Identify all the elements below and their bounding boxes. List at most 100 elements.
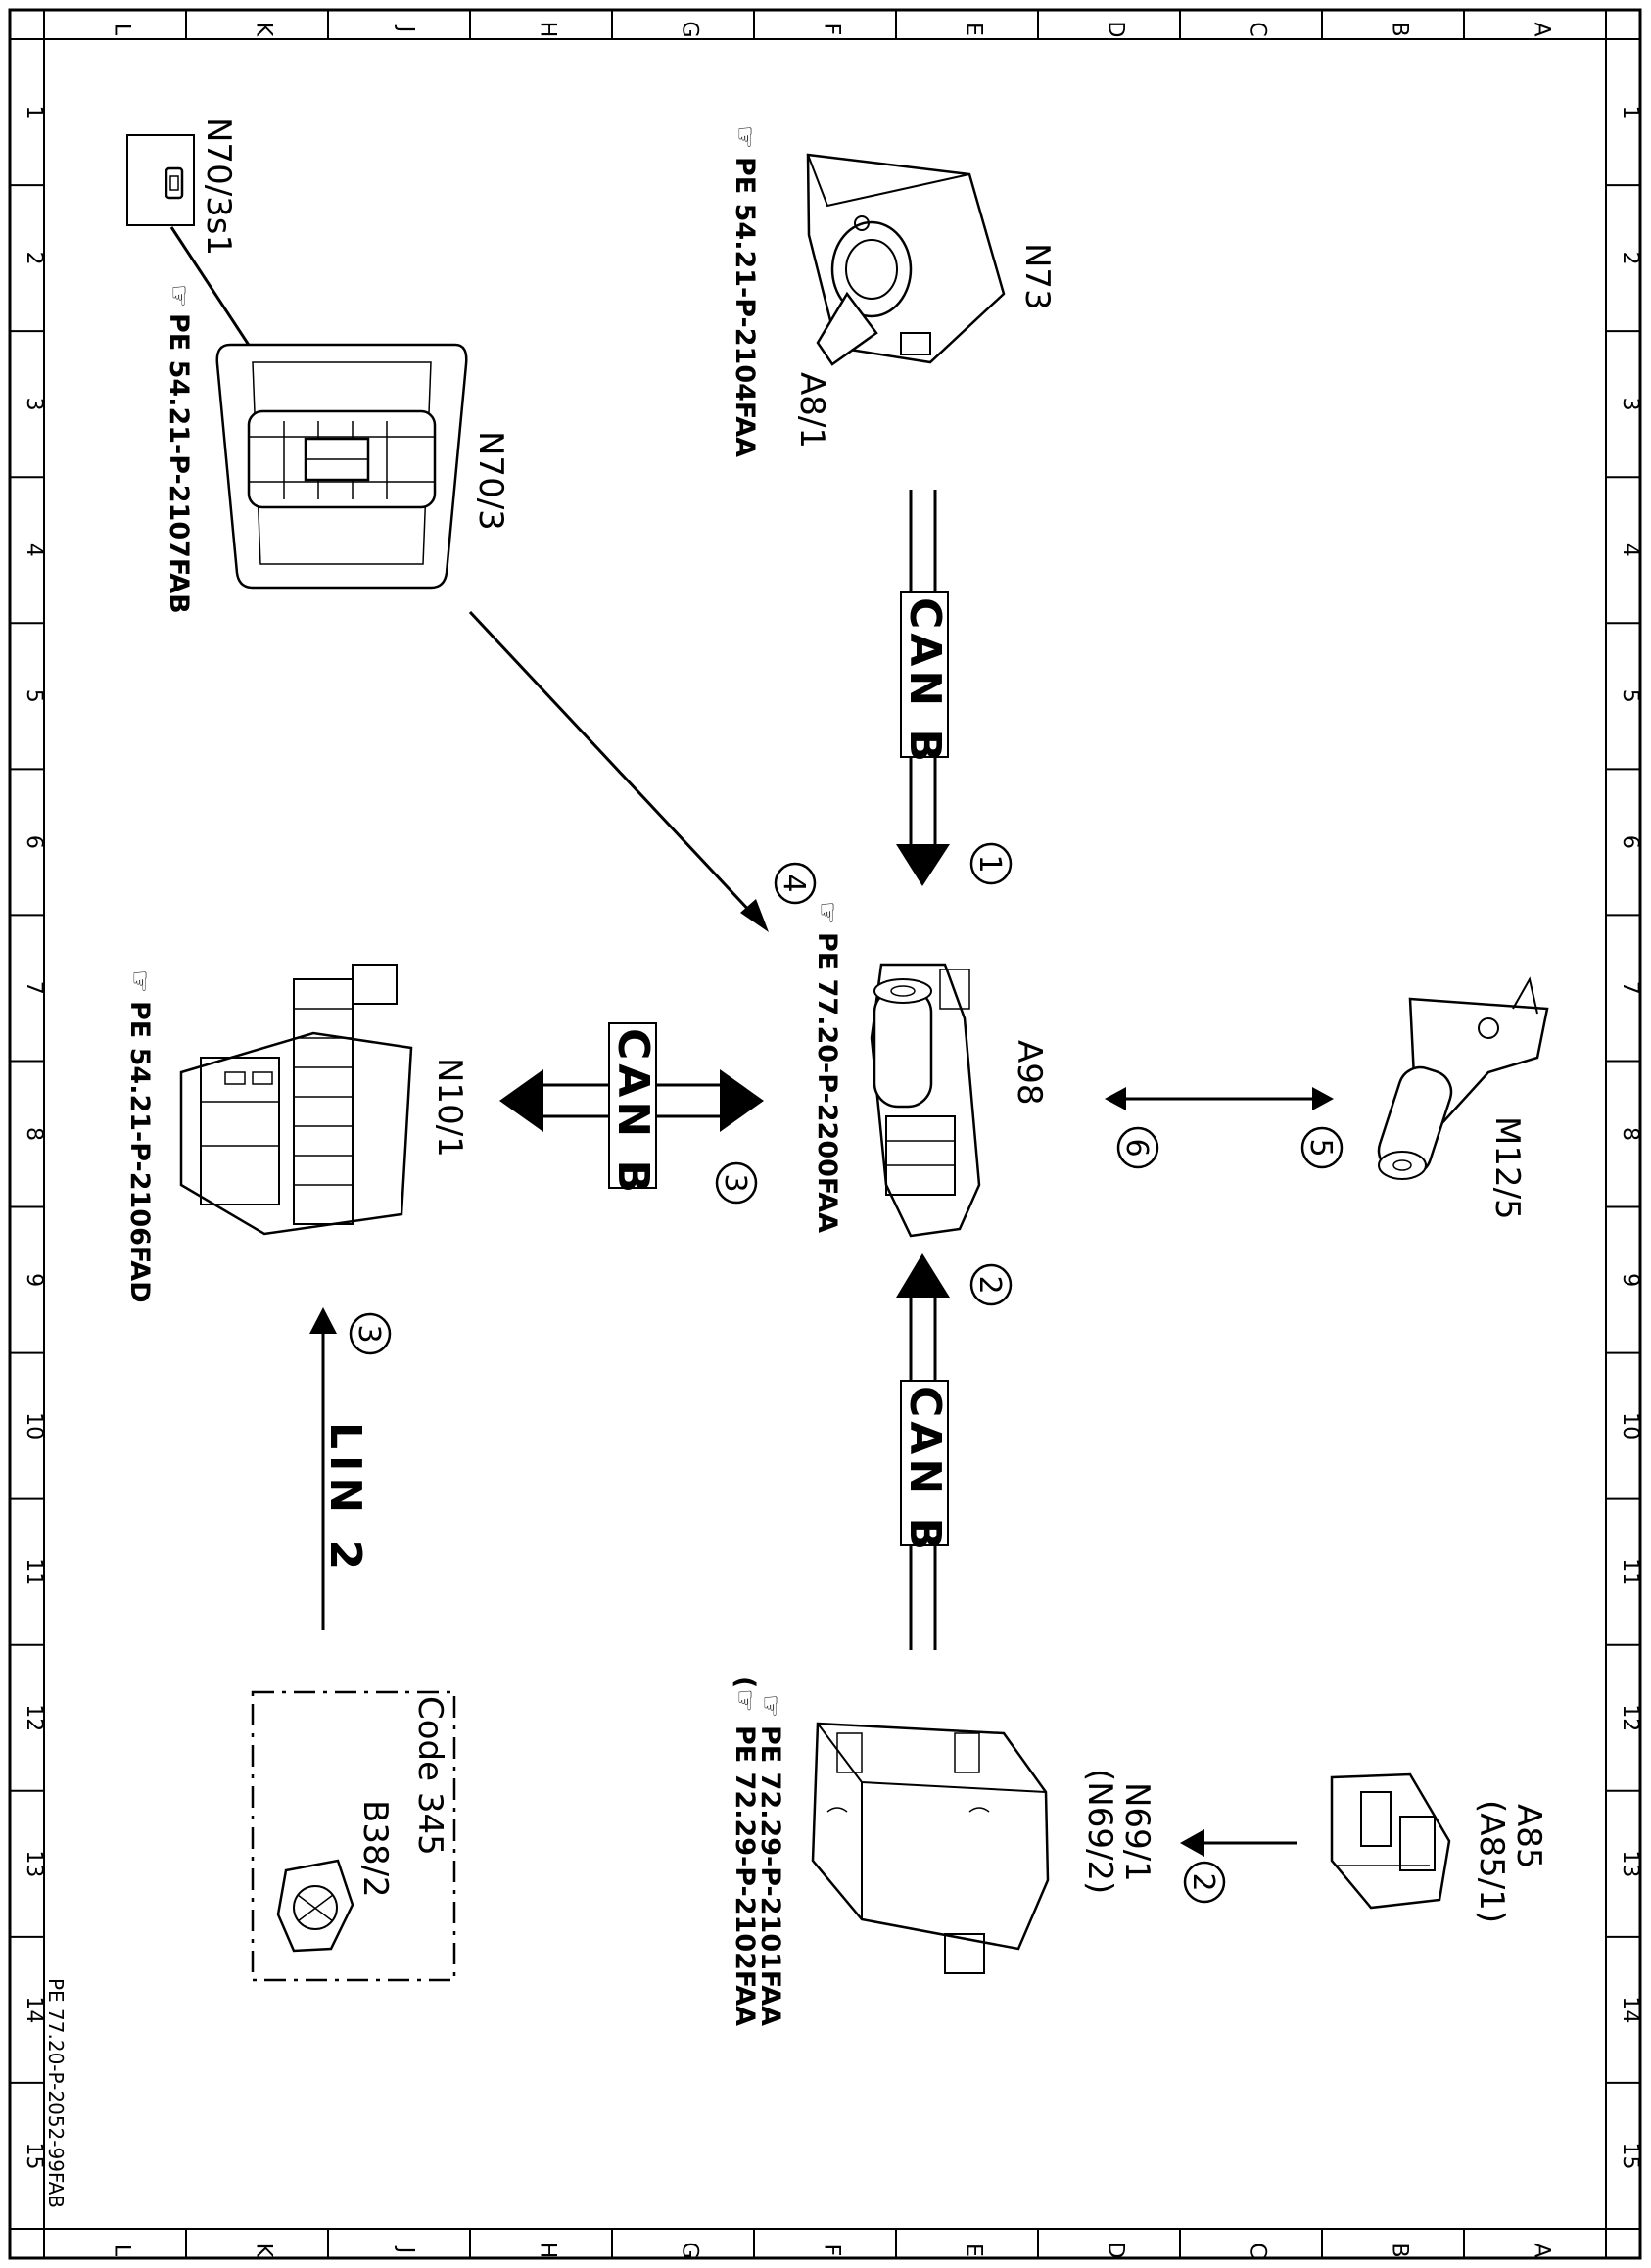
grid-letter-bottom: D [1104, 2243, 1128, 2259]
can-b-bottom-label: CAN B [900, 1386, 950, 1554]
n10-1-label: N10/1 [430, 1058, 469, 1158]
svg-text:6: 6 [1119, 1138, 1154, 1157]
a85-label: A85 [1509, 1804, 1548, 1869]
outer-frame [8, 8, 1642, 2260]
grid-number-right: 4 [1618, 543, 1642, 557]
grid-number-left: 7 [22, 981, 46, 995]
svg-text:3: 3 [718, 1173, 752, 1192]
component-n70-3s1: N70/3s1 [126, 118, 325, 459]
grid-letter-bottom: L [110, 2244, 134, 2257]
grid-letter-bottom: J [394, 2245, 418, 2254]
grid-number-right: 11 [1618, 1558, 1642, 1585]
svg-text:2: 2 [1186, 1872, 1220, 1891]
component-n69-1: N69/1 (N69/2) PE 72.29-P-2101FAA ☞ PE 72… [730, 1677, 1156, 2026]
grid-letter-bottom: F [820, 2244, 844, 2257]
grid-letter-top: D [1104, 22, 1128, 38]
grid-number-right: 8 [1618, 1127, 1642, 1141]
n70-3-ref: PE 54.21-P-2107FAB [164, 313, 194, 614]
grid-number-left: 12 [22, 1704, 46, 1731]
step-marker-2-n69: 2 [1183, 1861, 1226, 1904]
step-marker-2-a98: 2 [969, 1263, 1013, 1306]
grid-number-right: 12 [1618, 1704, 1642, 1731]
component-n73: N73 A8/1 PE 54.21-P-2104FAA ☞ [730, 125, 1057, 457]
document-number: PE 77.20-P-2052-99FAB [44, 1978, 68, 2208]
b38-2-label: B38/2 [355, 1800, 395, 1898]
b38-2-code: Code 345 [410, 1696, 449, 1856]
grid-number-left: 11 [22, 1558, 46, 1585]
a98-label: A98 [1010, 1040, 1049, 1106]
grid-number-left: 2 [22, 252, 46, 265]
lin-label: LIN 2 [320, 1422, 370, 1576]
n69-2-label: (N69/2) [1080, 1769, 1119, 1894]
component-m12-5: M12/5 [1377, 976, 1549, 1220]
step-marker-6: 6 [1116, 1126, 1159, 1169]
grid-letter-top: F [820, 24, 844, 36]
step-marker-1: 1 [969, 842, 1013, 885]
n73-label: N73 [1017, 243, 1057, 310]
grid-number-left: 9 [22, 1273, 46, 1287]
grid-number-right: 15 [1618, 2142, 1642, 2169]
grid-number-left: 3 [22, 398, 46, 411]
m12-5-label: M12/5 [1487, 1116, 1527, 1220]
svg-text:2: 2 [972, 1275, 1007, 1294]
connection-a98-m12 [1105, 1087, 1334, 1110]
grid-number-right: 1 [1618, 106, 1642, 119]
grid-number-left: 14 [22, 1996, 46, 2023]
n70-3-ref-icon: ☞ [164, 284, 194, 307]
grid-number-right: 10 [1618, 1412, 1642, 1440]
grid-letter-top: G [678, 21, 702, 37]
component-b38-2: Code 345 B38/2 [251, 1690, 456, 1982]
svg-text:5: 5 [1303, 1138, 1338, 1157]
n10-1-ref-icon: ☞ [124, 969, 155, 993]
grid-letter-top: B [1388, 22, 1412, 36]
grid-number-left: 5 [22, 689, 46, 703]
grid-number-right: 14 [1618, 1996, 1642, 2023]
component-a98: A98 PE 77.20-P-2200FAA ☞ [812, 901, 1049, 1238]
n69-2-ref: PE 72.29-P-2102FAA [730, 1725, 760, 2026]
n70-3s1-label: N70/3s1 [199, 118, 238, 256]
grid-letter-top: E [962, 23, 986, 36]
inner-frame [43, 38, 1607, 2230]
component-n10-1: N10/1 PE 54.21-P-2106FAD ☞ [124, 964, 469, 1303]
can-b-top-label: CAN B [900, 597, 950, 766]
connection-n73-a98-can: CAN B [896, 490, 950, 886]
grid-letter-top: L [110, 24, 134, 36]
step-marker-3-lin: 3 [349, 1312, 392, 1355]
grid-letter-bottom: E [962, 2244, 986, 2257]
connection-a98-n10-can: CAN B [499, 1022, 764, 1197]
grid-number-right: 5 [1618, 689, 1642, 703]
grid-number-right: 13 [1618, 1850, 1642, 1877]
n69-1-ref-icon: ☞ [755, 1694, 785, 1718]
grid-number-left: 8 [22, 1127, 46, 1141]
grid-letter-bottom: A [1530, 2243, 1554, 2257]
grid-letter-top: K [252, 23, 276, 37]
grid-letter-top: A [1530, 22, 1554, 36]
grid-letter-top: H [536, 22, 560, 38]
a98-ref: PE 77.20-P-2200FAA [812, 932, 842, 1233]
step-marker-3-can: 3 [715, 1161, 758, 1205]
grid-letter-bottom: H [536, 2243, 560, 2259]
grid-number-right: 7 [1618, 981, 1642, 995]
grid-number-right: 9 [1618, 1273, 1642, 1287]
a8-1-label: A8/1 [792, 372, 831, 449]
grid-number-left: 13 [22, 1850, 46, 1877]
grid-number-left: 10 [22, 1412, 46, 1440]
step-marker-4: 4 [774, 862, 817, 905]
grid-number-left: 15 [22, 2142, 46, 2169]
a85-1-label: (A85/1) [1472, 1800, 1511, 1923]
grid-letter-bottom: K [252, 2244, 276, 2258]
a98-ref-icon: ☞ [812, 901, 842, 924]
can-b-left-label: CAN B [608, 1028, 658, 1197]
n69-1-label: N69/1 [1117, 1782, 1156, 1882]
component-n70-3: N70/3 PE 54.21-P-2107FAB ☞ [164, 284, 510, 614]
grid-number-right: 6 [1618, 835, 1642, 849]
component-a85: A85 (A85/1) [1330, 1772, 1548, 1923]
grid-letter-bottom: C [1246, 2243, 1270, 2257]
svg-text:1: 1 [972, 854, 1007, 873]
svg-text:3: 3 [352, 1324, 386, 1343]
